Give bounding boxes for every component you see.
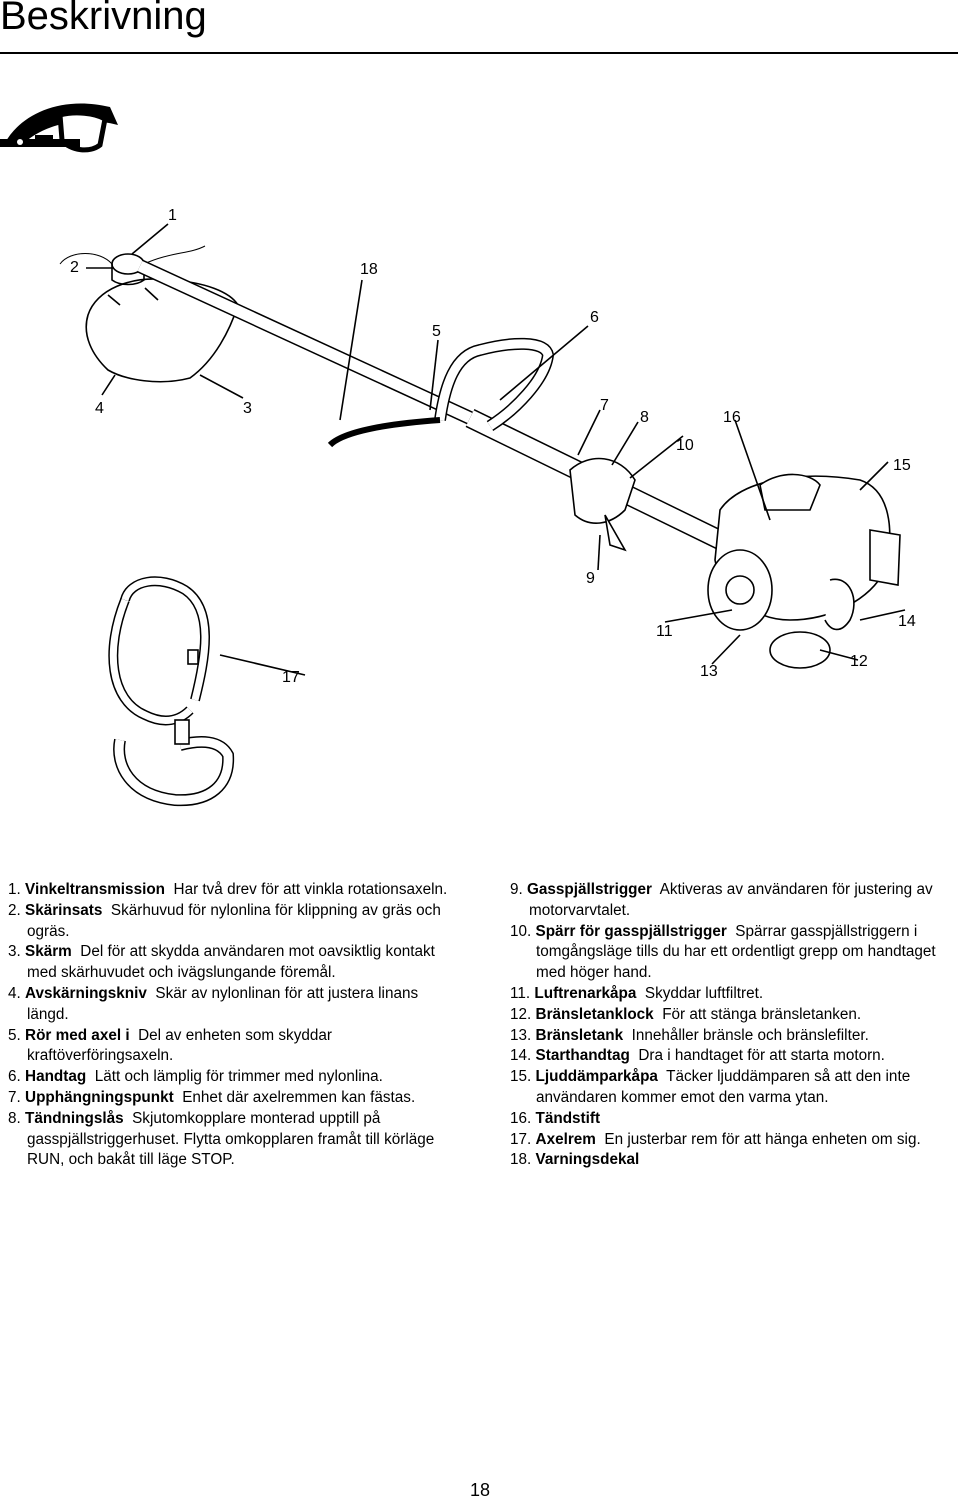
callout-10: 10	[676, 437, 694, 454]
callout-16: 16	[723, 409, 741, 426]
trimmer-head-logo	[0, 103, 118, 153]
list-item: 11. Luftrenarkåpa Skyddar luftfiltret.	[510, 984, 764, 1002]
callout-17: 17	[282, 669, 300, 686]
callout-9: 9	[586, 570, 595, 587]
list-item: 16. Tändstift	[510, 1109, 601, 1127]
list-item: 6. Handtag Lätt och lämplig för trimmer …	[8, 1068, 383, 1086]
callout-1: 1	[168, 207, 177, 224]
title-rule	[0, 52, 958, 54]
callout-7: 7	[600, 397, 609, 414]
list-item: 9. Gasspjällstrigger Aktiveras av använd…	[510, 881, 933, 919]
list-item: 14. Starthandtag Dra i handtaget för att…	[510, 1047, 885, 1065]
list-item: 10. Spärr för gasspjällstrigger Spärrar …	[510, 922, 936, 982]
list-item: 12. Bränsletanklock För att stänga bräns…	[510, 1005, 862, 1023]
list-item: 17. Axelrem En justerbar rem för att hän…	[510, 1130, 921, 1148]
list-item: 7. Upphängningspunkt Enhet där axelremme…	[8, 1088, 416, 1106]
list-item: 13. Bränsletank Innehåller bränsle och b…	[510, 1026, 869, 1044]
callout-8: 8	[640, 409, 649, 426]
callout-2: 2	[70, 259, 79, 276]
list-item: 5. Rör med axel i Del av enheten som sky…	[8, 1026, 332, 1065]
list-item: 3. Skärm Del för att skydda användaren m…	[8, 943, 435, 982]
trimmer-diagram: 1 2 3 4 5 6 7 8 9 10 11 12 13 14 15 16 1…	[59, 207, 916, 807]
callout-3: 3	[243, 400, 252, 417]
parts-list-left: 1. Vinkeltransmission Har två drev för a…	[8, 880, 463, 1171]
list-item: 2. Skärinsats Skärhuvud för nylonlina fö…	[8, 901, 441, 940]
callout-4: 4	[95, 400, 104, 417]
callout-15: 15	[893, 457, 911, 474]
page-number: 18	[470, 1480, 491, 1500]
callout-13: 13	[700, 663, 718, 680]
parts-list-right: 9. Gasspjällstrigger Aktiveras av använd…	[510, 880, 960, 1171]
callout-18: 18	[360, 261, 378, 278]
callout-12: 12	[850, 653, 868, 670]
page-title: Beskrivning	[0, 0, 207, 38]
list-item: 4. Avskärningskniv Skär av nylonlinan fö…	[8, 984, 419, 1023]
callout-11: 11	[656, 623, 673, 640]
list-item: 15. Ljuddämparkåpa Täcker ljuddämparen s…	[510, 1068, 911, 1106]
callout-6: 6	[590, 309, 599, 326]
list-item: 18. Varningsdekal	[510, 1151, 640, 1169]
list-item: 1. Vinkeltransmission Har två drev för a…	[8, 881, 448, 898]
list-item: 8. Tändningslås Skjutomkopplare monterad…	[8, 1109, 435, 1169]
callout-14: 14	[898, 613, 916, 630]
callout-5: 5	[432, 323, 441, 340]
